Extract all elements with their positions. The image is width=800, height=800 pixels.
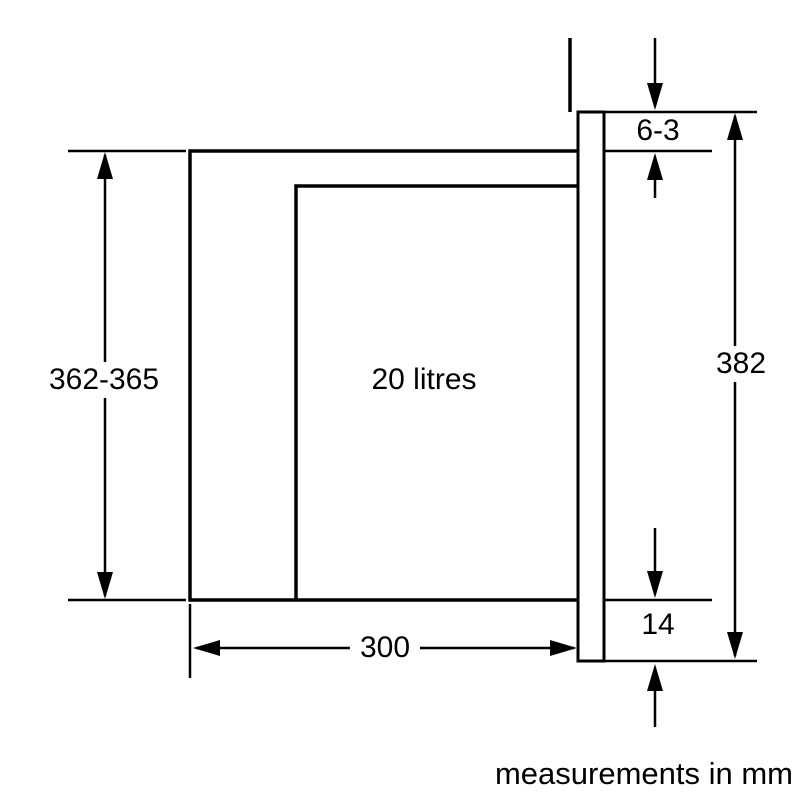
arrow-up [97, 152, 113, 179]
cavity-path [294, 184, 578, 600]
arrow-up [727, 113, 743, 140]
front-panel-rect [576, 110, 606, 663]
dim-panel-height [604, 113, 757, 663]
dim-top-gap [604, 38, 757, 198]
cabinet-path [188, 149, 578, 602]
front-panel [576, 110, 606, 663]
dim-bottom-overlap [604, 528, 712, 727]
arrow-right [550, 640, 577, 656]
depth-label: 300 [349, 630, 421, 666]
arrow-down [647, 571, 663, 598]
units-note: measurements in mm [494, 756, 793, 791]
arrow-down [647, 83, 663, 110]
cavity-outline [294, 184, 578, 600]
capacity-label: 20 litres [371, 363, 477, 396]
bottom-overlap-label: 14 [641, 608, 675, 641]
arrow-left [193, 640, 220, 656]
arrow-down [727, 632, 743, 659]
top-gap-label: 6-3 [636, 114, 680, 147]
panel-height-label: 382 [710, 346, 772, 382]
arrow-down [97, 572, 113, 599]
cabinet-outline [188, 149, 578, 602]
cabinet-height-label: 362-365 [43, 362, 165, 398]
